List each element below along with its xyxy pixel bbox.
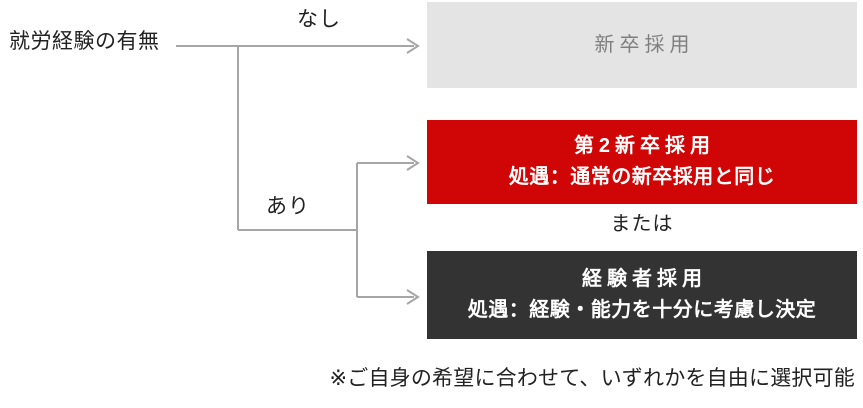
outcome-box-new-grad: 新卒採用 [427,2,857,88]
or-connector-label: または [610,213,674,235]
arrowhead-second-new-grad [406,155,420,171]
edge-label-ari: あり [266,195,310,218]
outcome-title-experienced: 経験者採用 [582,268,707,290]
outcome-box-experienced: 経験者採用 処遇：経験・能力を十分に考慮し決定 [427,251,857,339]
edge-label-nashi: なし [297,8,341,31]
source-node-label: 就労経験の有無 [9,30,160,53]
outcome-title-second-new-grad: 第2新卒採用 [573,135,716,157]
outcome-subtitle-experienced: 処遇：経験・能力を十分に考慮し決定 [467,299,817,321]
outcome-box-second-new-grad: 第2新卒採用 処遇：通常の新卒採用と同じ [427,120,857,204]
outcome-title-new-grad: 新卒採用 [594,33,695,56]
footnote-text: ※ご自身の希望に合わせて、いずれかを自由に選択可能 [329,367,855,390]
arrowhead-experienced [406,289,420,305]
outcome-subtitle-second-new-grad: 処遇：通常の新卒採用と同じ [508,166,776,188]
arrowhead-new-grad [406,38,420,54]
